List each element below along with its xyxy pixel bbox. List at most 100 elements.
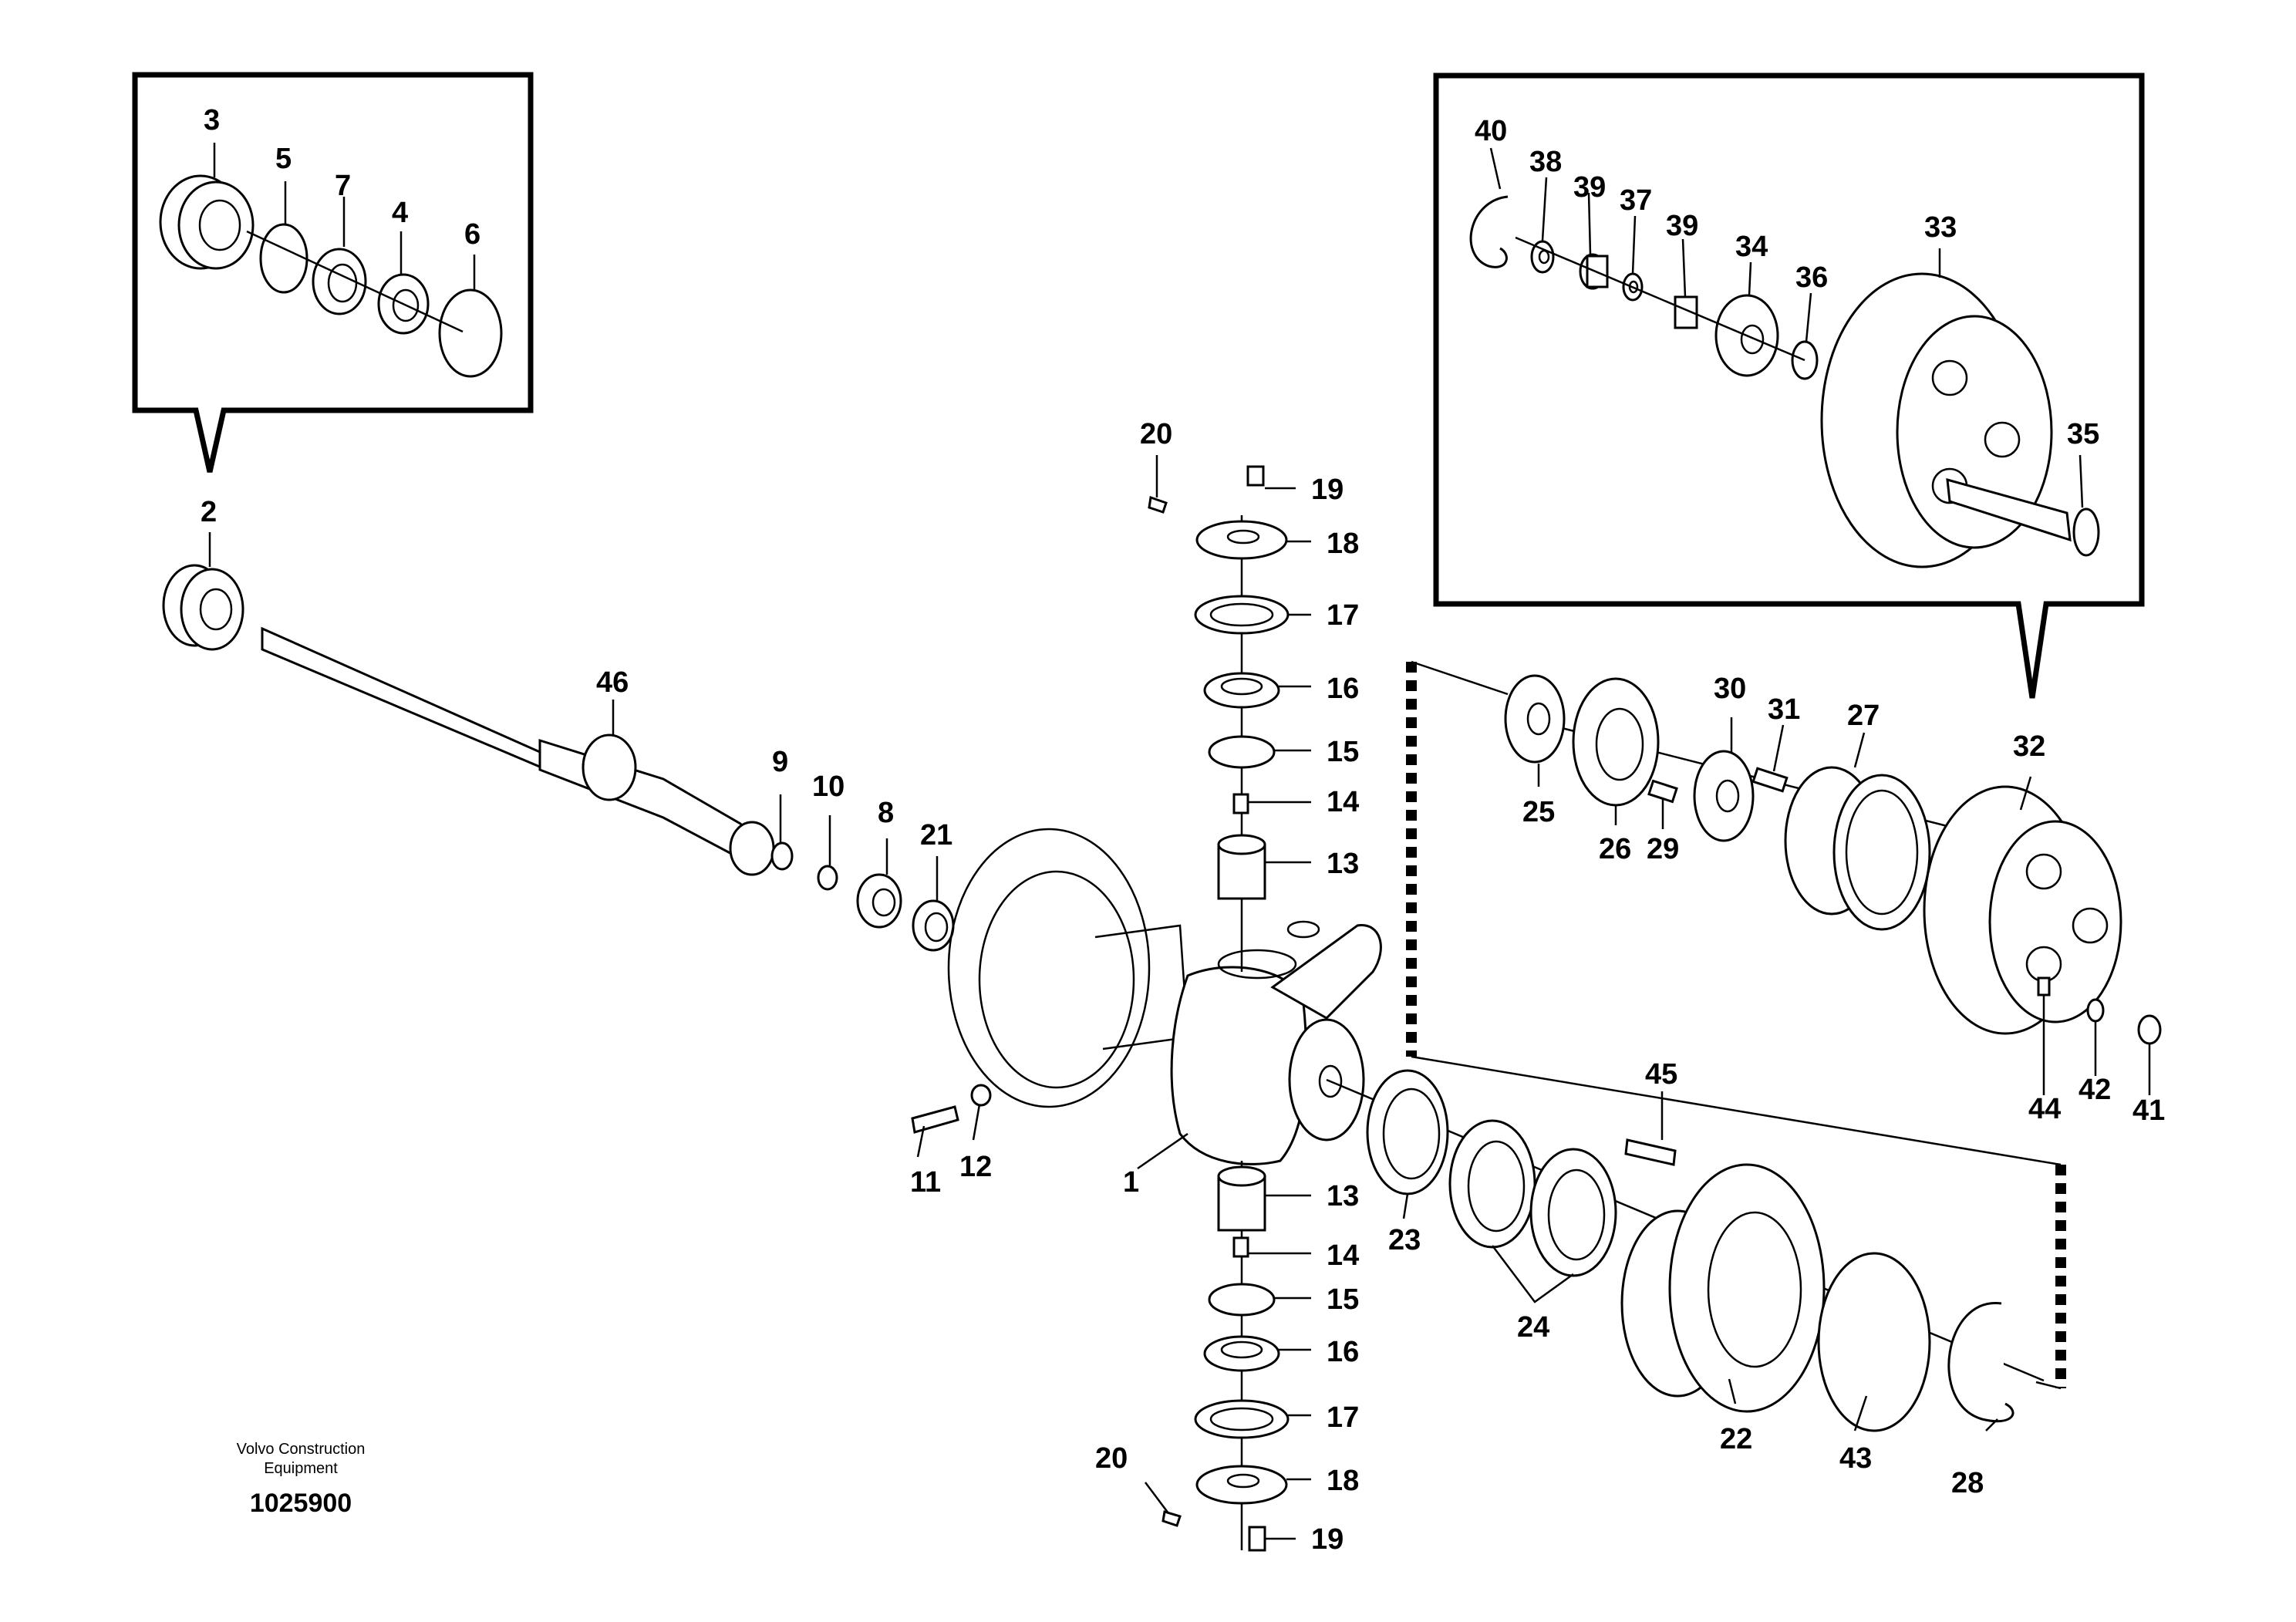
part-24-seal-a bbox=[1448, 1119, 1536, 1249]
part-21-bushing bbox=[912, 899, 955, 952]
part-12-nipple bbox=[970, 1084, 992, 1107]
label-part-35: 35 bbox=[2067, 418, 2099, 450]
label-part-19-lower: 19 bbox=[1311, 1523, 1344, 1556]
part-35-pin bbox=[1946, 477, 2100, 557]
part-26-sun-gear bbox=[1572, 677, 1660, 807]
label-part-3: 3 bbox=[204, 104, 220, 137]
label-part-14-upper: 14 bbox=[1327, 786, 1359, 818]
label-part-17-upper: 17 bbox=[1327, 599, 1359, 632]
label-part-13-upper: 13 bbox=[1327, 848, 1359, 880]
label-part-10: 10 bbox=[812, 771, 845, 803]
part-16-bearing-lower bbox=[1203, 1335, 1280, 1372]
label-part-7: 7 bbox=[335, 170, 351, 202]
part-8-seal bbox=[856, 873, 902, 929]
part-6-o-ring bbox=[438, 288, 503, 378]
label-part-18-upper: 18 bbox=[1327, 528, 1359, 560]
label-part-40: 40 bbox=[1475, 115, 1507, 147]
part-17-shim-upper bbox=[1194, 595, 1290, 635]
label-part-37: 37 bbox=[1620, 184, 1652, 217]
part-17-shim-lower bbox=[1194, 1399, 1290, 1439]
part-31-bolt bbox=[1752, 767, 1789, 793]
label-part-28: 28 bbox=[1951, 1467, 1984, 1499]
label-part-34: 34 bbox=[1735, 231, 1768, 263]
label-part-21: 21 bbox=[920, 819, 952, 851]
part-14-bolt-lower bbox=[1232, 1236, 1249, 1258]
credit-line-2: Equipment bbox=[264, 1460, 338, 1477]
label-part-32: 32 bbox=[2013, 730, 2045, 763]
label-part-43: 43 bbox=[1839, 1442, 1872, 1475]
label-part-19-upper: 19 bbox=[1311, 474, 1344, 506]
part-24-seal-b bbox=[1529, 1148, 1617, 1277]
part-1-steering-knuckle bbox=[1170, 920, 1382, 1165]
part-3-bearing bbox=[159, 174, 255, 270]
part-23-seal bbox=[1366, 1069, 1449, 1195]
part-15-ring-upper bbox=[1208, 735, 1276, 769]
label-part-33: 33 bbox=[1924, 211, 1957, 244]
label-part-2: 2 bbox=[201, 496, 217, 528]
label-part-5: 5 bbox=[275, 143, 292, 175]
label-part-11: 11 bbox=[910, 1166, 941, 1199]
label-part-20-lower: 20 bbox=[1095, 1442, 1128, 1475]
inset-left-parts bbox=[159, 174, 503, 378]
footer-credit: Volvo Construction Equipment 1025900 bbox=[237, 1441, 366, 1518]
label-part-4: 4 bbox=[392, 197, 408, 229]
axle-housing-outline bbox=[947, 828, 1189, 1108]
part-44-screw bbox=[2037, 976, 2051, 996]
part-11-pin bbox=[911, 1105, 959, 1134]
part-13-kingpin-upper bbox=[1217, 834, 1266, 900]
label-part-45: 45 bbox=[1645, 1058, 1677, 1091]
label-part-24: 24 bbox=[1517, 1311, 1549, 1344]
label-part-39-b: 39 bbox=[1666, 210, 1698, 242]
label-part-25: 25 bbox=[1522, 796, 1555, 828]
part-39-roller-a bbox=[1579, 253, 1609, 290]
label-part-20-upper: 20 bbox=[1140, 418, 1172, 450]
label-part-16-lower: 16 bbox=[1327, 1336, 1359, 1368]
part-9-washer bbox=[770, 841, 794, 871]
label-part-18-lower: 18 bbox=[1327, 1465, 1359, 1497]
label-part-9: 9 bbox=[772, 746, 788, 778]
document-number: 1025900 bbox=[250, 1489, 352, 1518]
inset-right-parts bbox=[1469, 195, 2100, 568]
label-part-6: 6 bbox=[464, 218, 480, 251]
label-part-42: 42 bbox=[2079, 1074, 2111, 1106]
part-16-bearing-upper bbox=[1203, 672, 1280, 709]
part-40-circlip bbox=[1469, 195, 1509, 268]
label-part-38: 38 bbox=[1529, 146, 1562, 178]
part-18-cap-lower bbox=[1195, 1465, 1288, 1505]
part-13-kingpin-lower bbox=[1217, 1165, 1266, 1232]
label-part-41: 41 bbox=[2132, 1094, 2165, 1127]
part-18-cap-upper bbox=[1195, 520, 1288, 560]
label-part-15-lower: 15 bbox=[1327, 1283, 1359, 1316]
label-part-30: 30 bbox=[1714, 673, 1746, 705]
part-20-nipple-upper bbox=[1148, 495, 1168, 514]
label-part-44: 44 bbox=[2028, 1093, 2061, 1125]
part-10-ring bbox=[817, 865, 838, 891]
part-14-bolt-upper bbox=[1232, 793, 1249, 814]
part-29-pin bbox=[1647, 779, 1678, 804]
label-part-22: 22 bbox=[1720, 1423, 1752, 1455]
label-part-12: 12 bbox=[959, 1151, 992, 1183]
part-30-washer bbox=[1693, 750, 1755, 842]
part-15-ring-lower bbox=[1208, 1283, 1276, 1317]
label-part-1: 1 bbox=[1123, 1166, 1139, 1199]
part-46-drive-shaft bbox=[261, 626, 775, 876]
label-part-16-upper: 16 bbox=[1327, 673, 1359, 705]
label-part-39-a: 39 bbox=[1573, 171, 1606, 204]
part-32-planet-carrier bbox=[1923, 785, 2122, 1035]
label-part-8: 8 bbox=[878, 797, 894, 829]
part-27-ring-gear bbox=[1784, 766, 1931, 931]
part-19-bolt-upper bbox=[1246, 465, 1265, 487]
label-part-17-lower: 17 bbox=[1327, 1401, 1359, 1434]
label-part-46: 46 bbox=[596, 666, 629, 699]
part-45-stud bbox=[1624, 1138, 1677, 1166]
label-part-31: 31 bbox=[1768, 693, 1800, 726]
part-labels: 3 5 7 4 6 2 46 9 10 8 21 11 12 1 20 19 1… bbox=[201, 104, 2165, 1556]
part-25-thrust-washer bbox=[1504, 674, 1566, 764]
part-5-ring bbox=[259, 223, 308, 294]
part-7-bearing bbox=[312, 248, 367, 315]
part-19-bolt-lower bbox=[1248, 1526, 1266, 1552]
part-42-washer bbox=[2086, 998, 2105, 1023]
label-part-29: 29 bbox=[1647, 833, 1679, 865]
label-part-27: 27 bbox=[1847, 700, 1880, 732]
